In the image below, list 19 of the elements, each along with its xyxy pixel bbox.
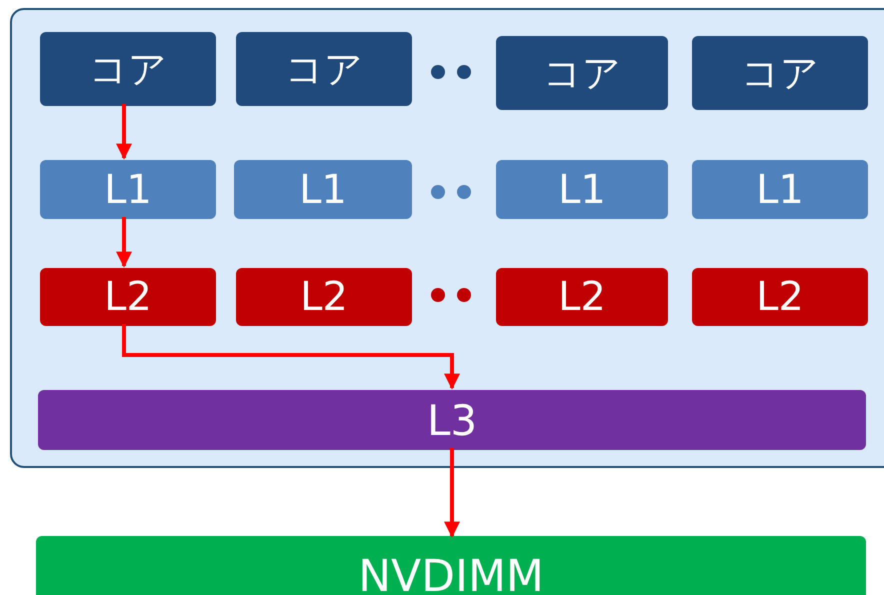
memory-bar: NVDIMM (36, 536, 866, 595)
cache-box: L2 (40, 268, 216, 326)
cache-box: L2 (496, 268, 668, 326)
cache-box: L2 (236, 268, 412, 326)
cache-box: L1 (40, 160, 216, 219)
core-box: コア (692, 36, 868, 110)
cache-box: L1 (234, 160, 412, 219)
panel (10, 8, 884, 468)
cache-box: L1 (692, 160, 868, 219)
core-box: コア (236, 32, 412, 106)
arrow (116, 217, 132, 268)
arrow (122, 324, 460, 390)
arrow (116, 104, 132, 160)
cache-box: L2 (692, 268, 868, 326)
cache-bar: L3 (38, 390, 866, 450)
core-box: コア (496, 36, 668, 110)
core-box: コア (40, 32, 216, 106)
arrow (444, 448, 460, 538)
cache-box: L1 (496, 160, 668, 219)
